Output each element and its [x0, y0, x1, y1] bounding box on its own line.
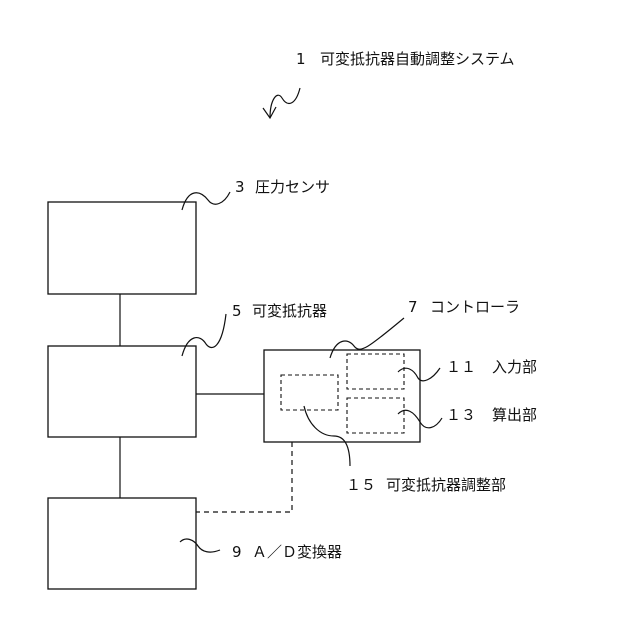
- calculation-unit-block: [347, 398, 404, 433]
- variable-resistor-label: 可変抵抗器: [252, 302, 327, 320]
- pressure-sensor-block: [48, 202, 196, 294]
- controller-label: コントローラ: [430, 298, 520, 316]
- ad-converter-block: [48, 498, 196, 589]
- ad-converter-label: Ａ／Ｄ変換器: [252, 543, 342, 561]
- calculation-unit-label: 算出部: [492, 406, 537, 424]
- input-unit-block: [347, 354, 404, 389]
- controller-number: 7: [408, 298, 418, 316]
- input-unit-number: １１: [446, 358, 476, 376]
- adjustment-unit-label: 可変抵抗器調整部: [386, 476, 506, 494]
- variable-resistor-leader: [182, 314, 226, 356]
- ad-converter-leader: [180, 539, 220, 552]
- variable-resistor-number: 5: [232, 302, 242, 320]
- system-number: 1: [296, 50, 306, 68]
- system-pointer: [270, 88, 300, 118]
- system-label: 可変抵抗器自動調整システム: [320, 50, 515, 68]
- adjustment-unit-number: １５: [346, 476, 376, 494]
- pressure-sensor-label: 圧力センサ: [255, 178, 330, 196]
- controller-converter-dashed-connector: [196, 442, 292, 512]
- system-pointer-arrowhead: [263, 107, 276, 118]
- pressure-sensor-leader: [182, 192, 230, 210]
- adjustment-unit-leader: [304, 406, 350, 466]
- variable-resistor-block: [48, 346, 196, 437]
- pressure-sensor-number: 3: [235, 178, 245, 196]
- controller-block: [264, 350, 420, 442]
- ad-converter-number: 9: [232, 543, 242, 561]
- controller-leader: [330, 318, 404, 358]
- adjustment-unit-block: [281, 375, 338, 410]
- calculation-unit-number: １３: [446, 406, 476, 424]
- input-unit-label: 入力部: [492, 358, 537, 376]
